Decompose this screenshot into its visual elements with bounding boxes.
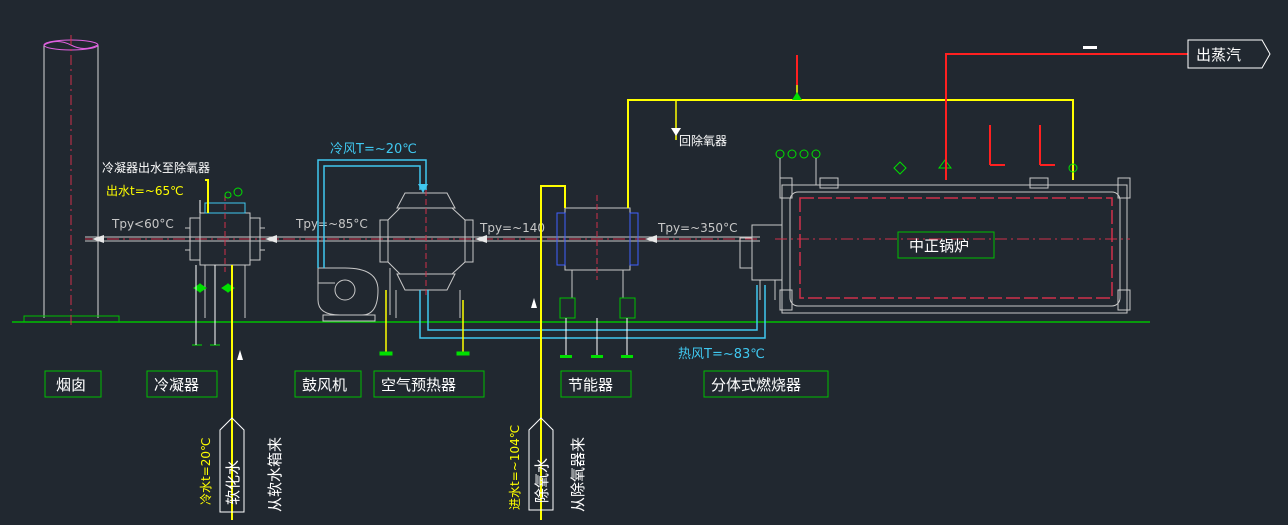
- steam-line: [796, 53, 1188, 180]
- flue-temp-140: Tpy=~140: [479, 221, 545, 235]
- label-air-preheater: 空气预热器: [381, 376, 456, 394]
- return-deaerator-label: 回除氧器: [679, 133, 727, 148]
- flue-gas-line: [85, 236, 760, 242]
- condenser-outlet-note: 冷凝器出水至除氧器: [102, 160, 210, 175]
- boiler-top-fittings: [775, 125, 1078, 175]
- flue-temp-85: Tpy=~85°C: [295, 217, 368, 231]
- component-labels: 烟囱 冷凝器 鼓风机 空气预热器 节能器 分体式燃烧器 中正锅炉 出蒸汽: [44, 39, 1271, 398]
- economizer-drains: [565, 318, 628, 355]
- condenser-water-lines: [205, 179, 233, 520]
- vt-deaerated-water: 除氧水: [533, 458, 551, 503]
- label-economizer: 节能器: [568, 376, 613, 394]
- vt-soft-water: 软化水: [224, 460, 242, 505]
- blower: [317, 267, 379, 322]
- air-preheater: [379, 192, 474, 318]
- flue-temp-350: Tpy=~350°C: [657, 221, 737, 235]
- deaerated-water-arrow: [531, 298, 537, 308]
- boiler-furnace: [799, 197, 1113, 299]
- burner: [739, 224, 783, 300]
- preheater-drains: [385, 290, 464, 352]
- label-boiler: 中正锅炉: [909, 237, 969, 255]
- flue-arrows: [92, 235, 657, 243]
- label-steam-out: 出蒸汽: [1196, 46, 1241, 64]
- label-chimney: 烟囱: [56, 376, 86, 394]
- cold-air-temp: 冷风T=~20℃: [330, 142, 417, 157]
- hot-air-temp: 热风T=~83℃: [678, 347, 765, 362]
- outlet-water-temp: 出水t=~65℃: [106, 184, 184, 198]
- label-condenser: 冷凝器: [154, 376, 199, 394]
- vt-from-deaerator: 从除氧器来: [569, 437, 587, 512]
- boiler: [779, 177, 1131, 314]
- label-burner: 分体式燃烧器: [711, 376, 801, 394]
- vt-inlet-cold-water: 冷水t=20℃: [199, 437, 213, 505]
- vt-from-soft-tank: 从软水箱来: [266, 437, 284, 512]
- hot-air-duct: [419, 285, 766, 339]
- condenser: [185, 200, 265, 318]
- vertical-texts: 冷水t=20℃ 软化水 从软水箱来 进水t=~104℃ 除氧水 从除氧器来: [199, 417, 587, 513]
- condenser-drains: [195, 265, 216, 345]
- economizer-water-lines: [540, 99, 1074, 520]
- soft-water-arrow: [237, 350, 243, 360]
- label-blower: 鼓风机: [302, 376, 347, 394]
- cold-air-duct: [317, 159, 427, 268]
- flue-temp-lt60: Tpy<60°C: [111, 217, 174, 231]
- vt-inlet-water-104: 进水t=~104℃: [508, 425, 522, 510]
